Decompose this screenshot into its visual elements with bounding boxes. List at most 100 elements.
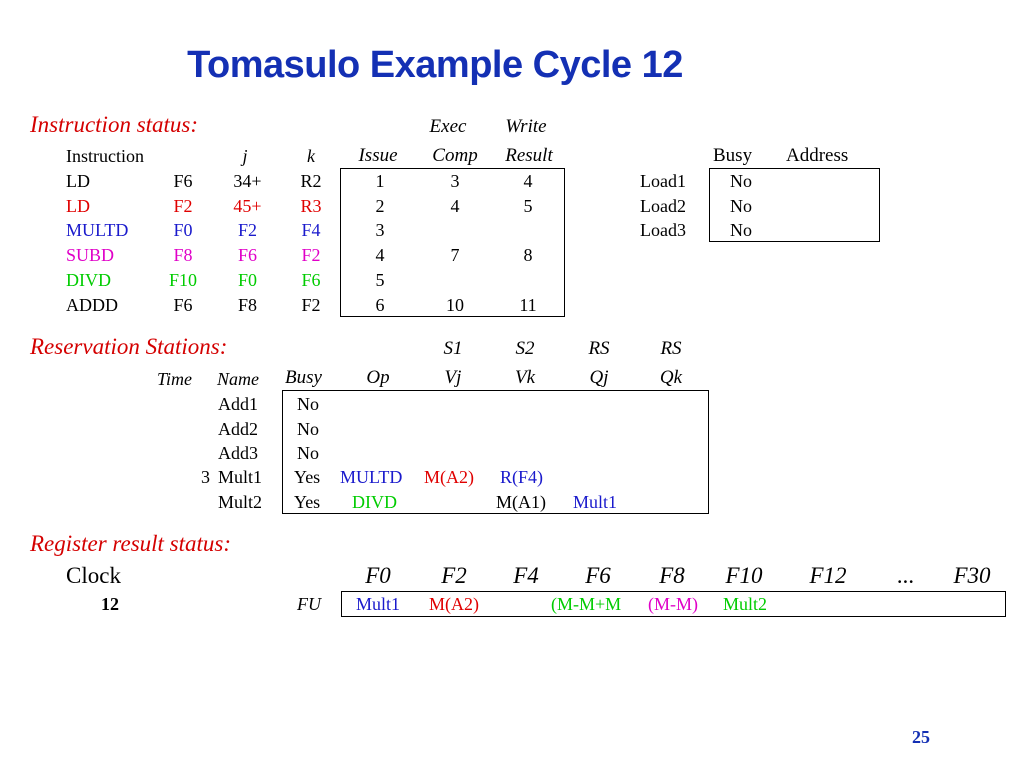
- rs-busy: No: [297, 419, 319, 439]
- register-header: F6: [585, 563, 611, 588]
- qk-header: Qk: [659, 367, 683, 388]
- register-header: F2: [441, 563, 467, 588]
- instr-dest: F10: [168, 270, 197, 290]
- instr-issue: 6: [375, 295, 385, 315]
- page-title: Tomasulo Example Cycle 12: [187, 44, 683, 86]
- instr-dest: F2: [173, 196, 193, 216]
- load-address-header: Address: [786, 145, 849, 166]
- fu-value: Mult1: [355, 594, 400, 614]
- instr-j: F6: [237, 245, 257, 265]
- load-name: Load3: [640, 220, 686, 240]
- instr-result: 5: [523, 196, 533, 216]
- register-header: F8: [659, 563, 685, 588]
- instr-result: 11: [519, 295, 537, 315]
- clock-label: Clock: [66, 563, 121, 588]
- instr-dest: F0: [173, 220, 193, 240]
- exec-header: Exec: [429, 116, 467, 137]
- instr-issue: 4: [375, 245, 385, 265]
- instr-dest: F6: [173, 295, 193, 315]
- register-status-label: Register result status:: [30, 531, 232, 556]
- instr-k: F6: [301, 270, 321, 290]
- fu-value: M(A2): [429, 594, 479, 614]
- instr-issue: 1: [375, 171, 385, 191]
- rs-vk: R(F4): [500, 467, 544, 487]
- instr-comp: 3: [450, 171, 460, 191]
- instr-comp: 10: [446, 295, 464, 315]
- busy-header: Busy: [285, 367, 322, 388]
- rs-qj-header: RS: [588, 338, 610, 359]
- qj-header: Qj: [589, 367, 609, 388]
- instr-issue: 2: [375, 196, 385, 216]
- rs-busy: No: [297, 394, 319, 414]
- load-buffers-box: [709, 168, 880, 242]
- op-header: Op: [366, 367, 390, 388]
- instr-op: SUBD: [66, 245, 115, 265]
- load-busy-header: Busy: [713, 145, 753, 166]
- register-header: F10: [725, 563, 763, 588]
- comp-header: Comp: [432, 145, 478, 166]
- instr-dest: F8: [173, 245, 193, 265]
- rs-busy: Yes: [294, 467, 321, 487]
- instr-comp: 7: [450, 245, 460, 265]
- instr-k: R2: [300, 171, 322, 191]
- instr-op: DIVD: [66, 270, 111, 290]
- instr-k: F4: [301, 220, 321, 240]
- instr-k: F2: [301, 245, 321, 265]
- instruction-status-box: [340, 168, 565, 317]
- fu-value: (M-M): [648, 594, 698, 614]
- rs-vj: M(A2): [424, 467, 474, 487]
- fu-value: (M-M+M: [551, 594, 622, 614]
- vk-header: Vk: [514, 367, 536, 388]
- fu-label: FU: [297, 594, 321, 614]
- rs-name: Mult1: [218, 467, 263, 487]
- register-fu-box: [341, 591, 1006, 617]
- instr-k: F2: [301, 295, 321, 315]
- instr-issue: 5: [375, 270, 385, 290]
- instr-j: F2: [237, 220, 257, 240]
- name-header: Name: [217, 369, 259, 389]
- register-header: F30: [953, 563, 991, 588]
- reservation-stations-box: [282, 390, 709, 514]
- s2-header: S2: [515, 338, 535, 359]
- instr-result: 4: [523, 171, 533, 191]
- instr-op: LD: [66, 171, 90, 191]
- register-header: F4: [513, 563, 539, 588]
- write-header: Write: [505, 116, 547, 137]
- instruction-header: Instruction: [66, 146, 144, 166]
- instr-j: 45+: [233, 196, 262, 216]
- result-header: Result: [505, 145, 553, 166]
- instr-j: F0: [237, 270, 257, 290]
- load-busy: No: [730, 196, 752, 216]
- register-header: F0: [365, 563, 391, 588]
- rs-op: DIVD: [352, 492, 397, 512]
- vj-header: Vj: [444, 367, 462, 388]
- rs-busy: Yes: [294, 492, 321, 512]
- load-busy: No: [730, 171, 752, 191]
- rs-busy: No: [297, 443, 319, 463]
- rs-qk-header: RS: [660, 338, 682, 359]
- load-name: Load2: [640, 196, 686, 216]
- instruction-status-label: Instruction status:: [30, 112, 199, 137]
- rs-op: MULTD: [340, 467, 403, 487]
- instr-issue: 3: [375, 220, 385, 240]
- j-header: j: [242, 146, 248, 166]
- time-header: Time: [157, 369, 193, 389]
- clock-value: 12: [101, 594, 119, 614]
- instr-comp: 4: [450, 196, 460, 216]
- instr-k: R3: [300, 196, 322, 216]
- issue-header: Issue: [358, 145, 398, 166]
- rs-name: Mult2: [218, 492, 263, 512]
- instr-op: MULTD: [66, 220, 129, 240]
- fu-value: Mult2: [722, 594, 767, 614]
- load-name: Load1: [640, 171, 686, 191]
- rs-name: Add1: [218, 394, 258, 414]
- rs-name: Add3: [218, 443, 258, 463]
- instr-j: 34+: [233, 171, 262, 191]
- reservation-stations-label: Reservation Stations:: [30, 334, 228, 359]
- instr-op: LD: [66, 196, 90, 216]
- instr-op: ADDD: [66, 295, 118, 315]
- rs-vk: M(A1): [496, 492, 546, 512]
- register-header: F12: [809, 563, 847, 588]
- instr-result: 8: [523, 245, 533, 265]
- register-header: ...: [897, 563, 915, 588]
